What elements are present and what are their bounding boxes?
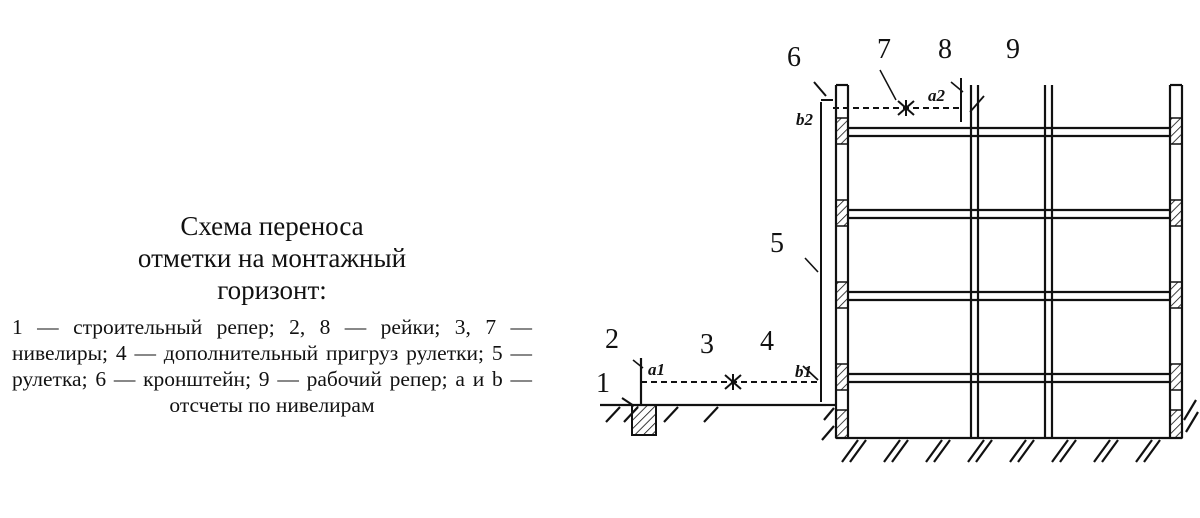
level-3-sightline xyxy=(641,374,820,390)
reading-b1: b1 xyxy=(795,362,812,381)
reading-a1: a1 xyxy=(648,360,665,379)
caption: Схема переноса отметки на монтажный гори… xyxy=(12,210,532,418)
label-7: 7 xyxy=(877,34,891,65)
construction-benchmark xyxy=(621,397,657,436)
ground-building xyxy=(821,399,1199,463)
reading-b2: b2 xyxy=(796,110,814,129)
level-7-sightline xyxy=(833,69,961,116)
reading-a2: a2 xyxy=(928,86,946,105)
label-9: 9 xyxy=(1006,34,1020,65)
label-4: 4 xyxy=(760,326,774,357)
caption-title-line-2: отметки на монтажный xyxy=(137,243,407,273)
label-8: 8 xyxy=(938,34,952,65)
label-5: 5 xyxy=(770,228,784,259)
caption-title-line-1: Схема переноса xyxy=(180,211,364,241)
column-joints xyxy=(835,117,1183,439)
label-1: 1 xyxy=(596,368,610,399)
label-2: 2 xyxy=(605,324,619,355)
caption-legend: 1 — строительный репер; 2, 8 — рейки; 3,… xyxy=(12,315,532,417)
caption-title: Схема переноса отметки на монтажный гори… xyxy=(12,210,532,306)
label-6: 6 xyxy=(787,42,801,73)
caption-title-line-3: горизонт: xyxy=(217,275,327,305)
working-benchmark xyxy=(969,95,985,113)
leveling-staff-8 xyxy=(950,78,964,122)
bracket xyxy=(813,81,827,97)
measuring-tape xyxy=(804,99,833,402)
label-3: 3 xyxy=(700,329,714,360)
tape-weight xyxy=(802,365,819,381)
building-frame xyxy=(834,83,1184,438)
